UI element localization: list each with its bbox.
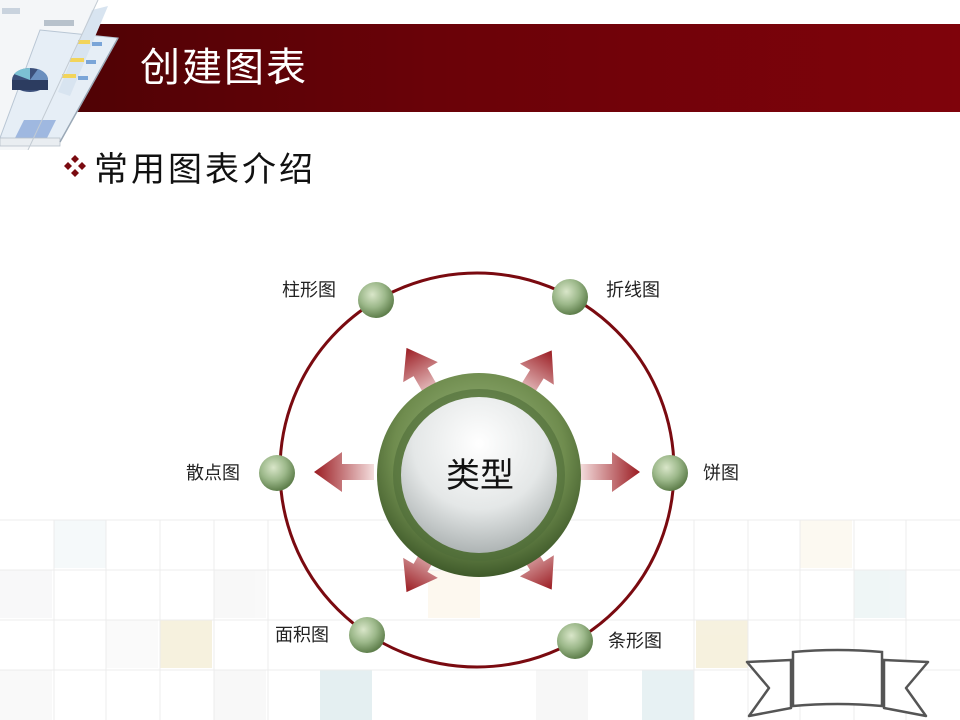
four-diamond-icon xyxy=(64,155,86,177)
center-label: 类型 xyxy=(446,456,514,496)
node-label-line: 折线图 xyxy=(606,280,660,301)
center-disc xyxy=(401,397,557,553)
node-area xyxy=(349,617,385,653)
node-label-bar: 条形图 xyxy=(608,631,662,652)
arrow-right xyxy=(580,452,640,492)
bullet-item: 常用图表介绍 xyxy=(62,142,316,190)
node-label-column: 柱形图 xyxy=(282,280,336,301)
chart-thumbnail-icon xyxy=(0,0,119,150)
title-bar xyxy=(0,24,960,112)
node-column xyxy=(358,282,394,318)
arrow-left xyxy=(314,452,374,492)
bullet-text: 常用图表介绍 xyxy=(94,149,316,190)
banner-ribbon-icon xyxy=(745,648,930,718)
node-label-pie: 饼图 xyxy=(703,463,739,484)
slide-title: 创建图表 xyxy=(140,45,308,91)
node-label-area: 面积图 xyxy=(275,625,329,646)
node-pie xyxy=(652,455,688,491)
node-line xyxy=(552,279,588,315)
node-label-scatter: 散点图 xyxy=(186,463,240,484)
node-scatter xyxy=(259,455,295,491)
node-bar xyxy=(557,623,593,659)
